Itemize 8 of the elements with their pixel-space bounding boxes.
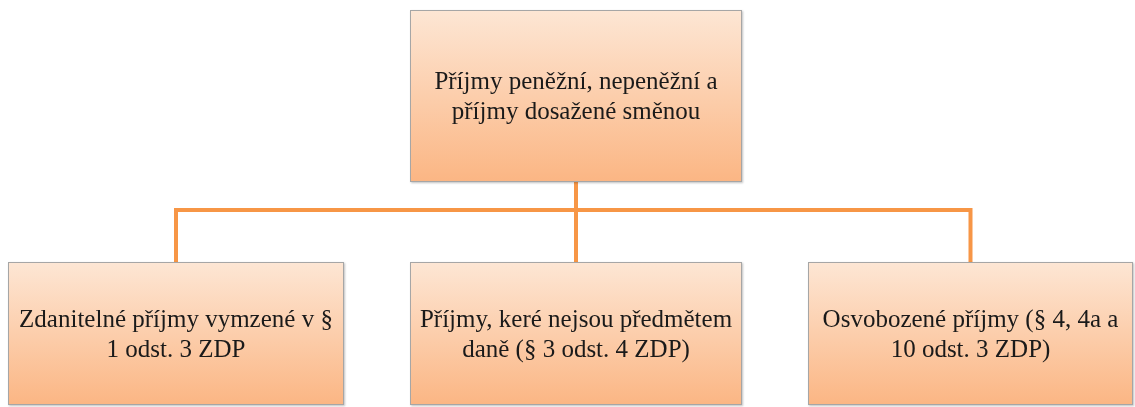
process-box	[808, 262, 1133, 405]
box-text: Osvobozené příjmy (§ 4, 4a a 10 odst. 3 ZDP)	[821, 303, 1120, 364]
process-box	[8, 262, 344, 405]
process-box	[410, 10, 742, 182]
box-text: Příjmy, keré nejsou předmětem daně (§ 3 odst. 4 ZDP)	[418, 303, 734, 364]
box-text: Příjmy peněžní, nepeněžní a příjmy dosažené směnou	[433, 66, 719, 126]
process-box	[410, 262, 742, 405]
box-text: Zdanitelné příjmy vymzené v § 1 odst. 3 ZDP	[18, 303, 334, 364]
